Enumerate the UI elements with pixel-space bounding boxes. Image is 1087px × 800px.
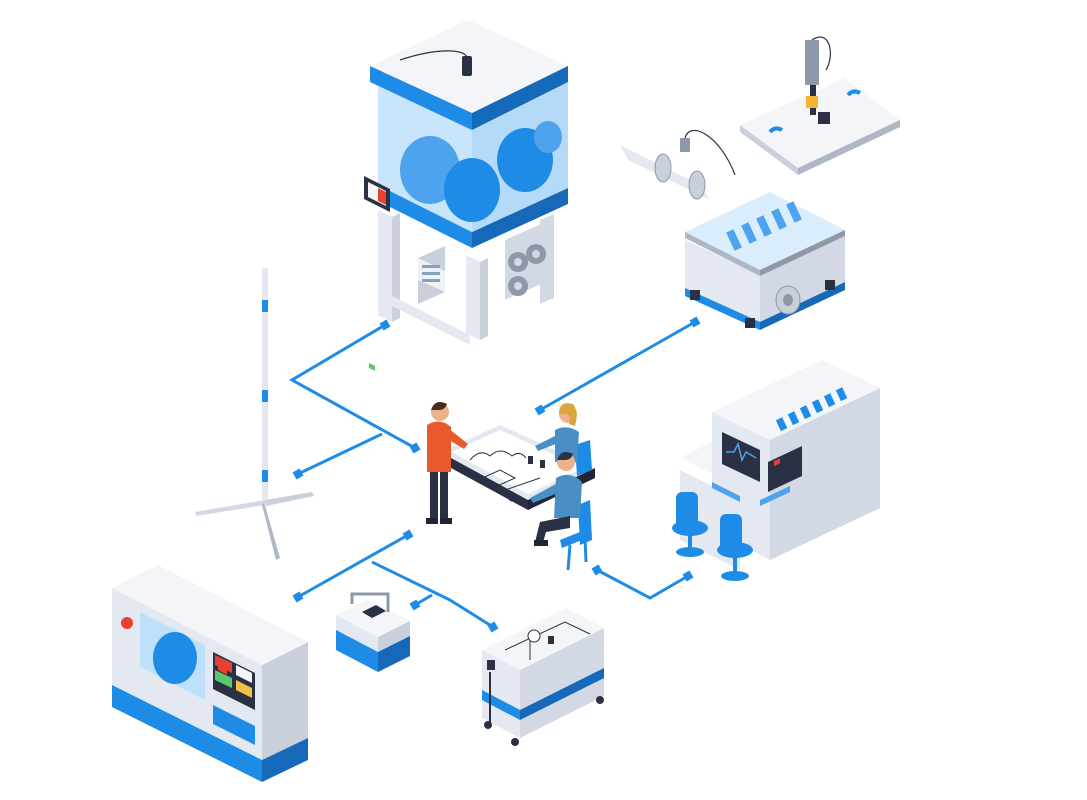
console-chair-1: [672, 492, 708, 557]
cnc-machine-icon: [112, 565, 308, 782]
glovebox-icon: [364, 20, 568, 371]
connector-console: [596, 568, 689, 600]
connector-cart: [449, 598, 494, 629]
person-sitting-blond: [535, 403, 579, 462]
person-standing-orange: [426, 402, 468, 524]
plate-icon: [740, 36, 900, 175]
connector-vacuum: [539, 320, 696, 412]
connector-end-markers: [292, 316, 701, 633]
connector-glovebox: [288, 323, 416, 450]
toolbox-icon: [336, 592, 410, 672]
person-sitting-dark: [530, 452, 582, 546]
connector-cnc: [297, 533, 409, 599]
control-console-icon: [672, 360, 880, 581]
console-chair-2: [717, 514, 753, 581]
vacuum-chamber-icon: [620, 129, 845, 330]
connector-mast: [297, 432, 383, 476]
connector-toolbox: [371, 560, 451, 602]
connector-lines: [288, 320, 696, 629]
pressure-cart-icon: [482, 608, 604, 746]
wind-turbine-icon: [195, 268, 314, 560]
